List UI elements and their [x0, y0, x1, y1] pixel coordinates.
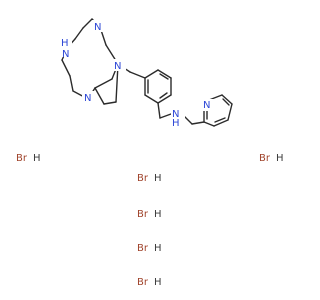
salt-br-6: Br — [137, 277, 149, 288]
salt-h-5: H — [154, 243, 162, 254]
atom-nh-linker: N — [172, 109, 179, 120]
atom-nh-ring2: N — [62, 49, 69, 60]
salt-h-3: H — [154, 173, 162, 184]
atom-n-ring4: N — [84, 93, 91, 104]
salt-h-1: H — [33, 153, 41, 164]
salt-h-2: H — [276, 153, 284, 164]
salt-br-2: Br — [259, 153, 271, 164]
atom-n-ring3: N — [114, 61, 121, 72]
structure-drawing: N H N N N N H N Br H Br H Br H Br H — [16, 18, 284, 288]
salt-hbr: Br H — [137, 243, 162, 254]
salt-h-4: H — [154, 209, 162, 220]
benzene-ring-bonds — [129, 69, 172, 119]
salt-br-1: Br — [16, 153, 28, 164]
atom-labels: N H N N N N H N — [58, 20, 215, 129]
salt-hbr: Br H — [137, 173, 162, 184]
salt-labels: Br H Br H Br H Br H Br H Br H — [16, 153, 284, 288]
atom-n-ring1: N — [94, 22, 101, 33]
salt-br-4: Br — [137, 209, 149, 220]
salt-h-6: H — [154, 277, 162, 288]
atom-n-pyridine: N — [203, 100, 210, 111]
salt-hbr: Br H — [137, 209, 162, 220]
atom-nh-linker-h: H — [172, 118, 180, 129]
atom-nh-ring2-h: H — [61, 38, 69, 49]
salt-hbr: Br H — [137, 277, 162, 288]
salt-br-5: Br — [137, 243, 149, 254]
salt-br-3: Br — [137, 173, 149, 184]
salt-hbr: Br H — [16, 153, 41, 164]
salt-hbr: Br H — [259, 153, 284, 164]
